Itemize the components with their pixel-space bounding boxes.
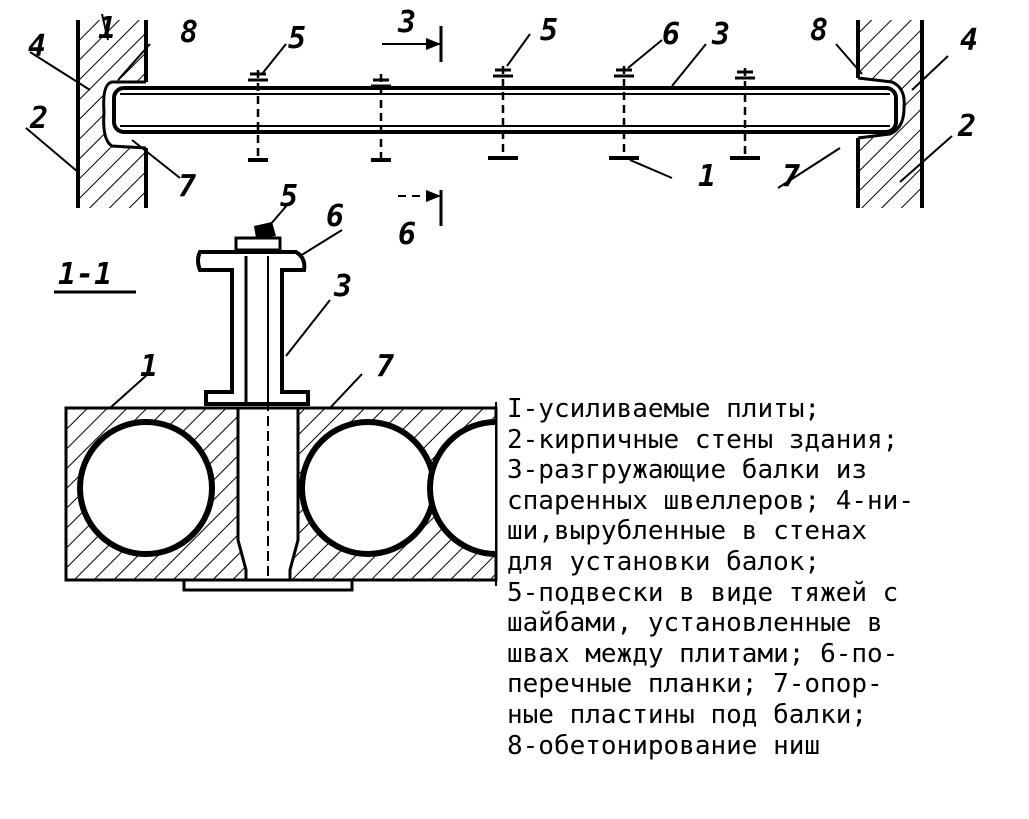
callout-7-right: 7 xyxy=(782,159,800,194)
double-channel-beam xyxy=(196,250,310,406)
legend: I-усиливаемые плиты; 2-кирпичные стены з… xyxy=(507,394,1022,761)
callout-4-right: 4 xyxy=(960,23,978,58)
callout-1-cut-top: 3 xyxy=(397,5,416,40)
hanger xyxy=(730,68,760,160)
legend-line: шайбами, установленные в xyxy=(507,608,883,639)
section-cut-marks xyxy=(382,26,443,226)
slab-seam xyxy=(236,236,300,582)
callout-6-top: 6 xyxy=(662,17,680,52)
hanger xyxy=(371,74,391,162)
cross-plate xyxy=(234,236,282,252)
bearing-plate xyxy=(182,578,354,592)
plan-callouts: 4 1 8 2 7 5 3 5 6 3 8 4 2 1 7 6 xyxy=(28,5,978,252)
legend-line: 3-разгружающие балки из xyxy=(507,455,868,486)
callout-4-left: 4 xyxy=(28,29,46,64)
callout-8-right: 8 xyxy=(810,13,828,48)
legend-line: спаренных швеллеров; 4-ни- xyxy=(507,485,914,516)
legend-line: 8-обетонирование ниш xyxy=(507,730,821,761)
callout-7-section: 7 xyxy=(376,349,394,384)
legend-line: перечные планки; 7-опор- xyxy=(507,669,883,700)
leader-lines xyxy=(25,13,953,189)
callout-5-second: 5 xyxy=(540,13,558,48)
callout-3-section: 3 xyxy=(333,269,352,304)
hanger xyxy=(609,66,639,160)
section-title: 1-1 xyxy=(58,257,112,292)
legend-line: ши,вырубленные в стенах xyxy=(507,516,868,547)
callout-1-cut-bottom: 6 xyxy=(398,217,416,252)
callout-2-right: 2 xyxy=(957,109,976,144)
callout-6-section: 6 xyxy=(326,199,344,234)
callout-1-section: 1 xyxy=(140,349,158,384)
slab-void xyxy=(77,419,215,557)
callout-5-first: 5 xyxy=(288,21,306,56)
callout-2-left: 2 xyxy=(29,101,48,136)
callout-5-section: 5 xyxy=(280,179,298,214)
legend-line: 5-подвески в виде тяжей с xyxy=(507,577,899,608)
section-view: 1-1 xyxy=(54,179,498,592)
slab-void xyxy=(427,419,497,557)
hangers xyxy=(248,66,760,162)
legend-line: для установки балок; xyxy=(507,546,821,577)
callout-3-top: 3 xyxy=(711,17,730,52)
legend-line: 2-кирпичные стены здания; xyxy=(507,424,899,455)
hanger xyxy=(248,70,268,162)
hanger xyxy=(488,66,518,160)
callout-7-left: 7 xyxy=(178,169,196,204)
slab-void xyxy=(299,419,437,557)
legend-line: ные пластины под балки; xyxy=(507,699,868,730)
callout-8-left: 8 xyxy=(180,15,198,50)
unloading-beam xyxy=(112,86,898,134)
plan-view: 4 1 8 2 7 5 3 5 6 3 8 4 2 1 7 6 xyxy=(25,5,978,252)
callout-1-left-top: 1 xyxy=(98,11,116,46)
legend-line: I-усиливаемые плиты; xyxy=(507,394,821,424)
callout-1-bottom: 1 xyxy=(698,159,716,194)
section-leader-lines xyxy=(109,203,363,409)
legend-line: швах между плитами; 6-по- xyxy=(507,638,899,669)
